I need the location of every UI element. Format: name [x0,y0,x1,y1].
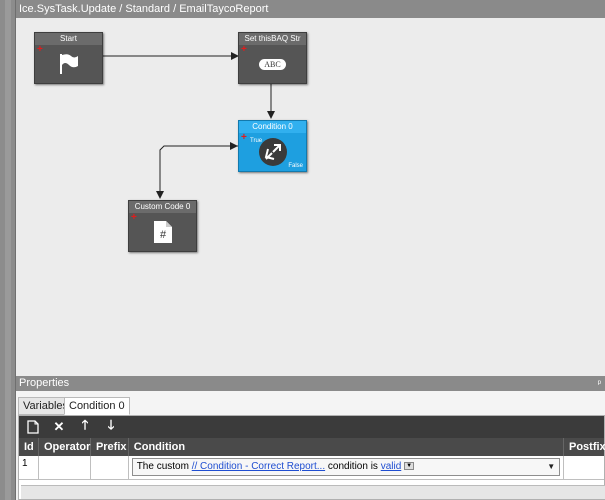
add-icon[interactable]: + [37,44,43,55]
workflow-designer: Ice.SysTask.Update / Standard / EmailTay… [16,0,605,376]
add-icon[interactable]: + [131,212,137,223]
grid-toolbar: ✕ 🡑 🡓 [19,416,604,438]
row-postfix[interactable] [564,456,604,480]
custom-code-node-title: Custom Code 0 [129,201,196,213]
properties-header: Properties ᵖ [16,376,605,391]
workflow-canvas[interactable]: Start + Set thisBAQ Str + ABC Condition … [16,18,605,376]
condition-prefix-text: The custom [136,461,189,472]
grid-header: Id Operator Prefix Condition Postfix [19,438,605,456]
text-variable-icon: ABC [239,45,306,83]
condition-dropdown[interactable]: The custom // Condition - Correct Report… [131,458,561,476]
condition-editor: ✕ 🡑 🡓 Id Operator Prefix Condition Postf… [18,415,605,500]
new-row-icon[interactable] [25,419,41,435]
properties-title: Properties [19,377,70,389]
pin-icon[interactable]: ᵖ [597,378,601,388]
condition-node-title: Condition 0 [239,121,306,133]
col-operator[interactable]: Operator [39,438,91,456]
condition-node[interactable]: Condition 0 + True False [238,120,307,172]
left-dock-strip[interactable] [0,0,16,500]
code-file-icon: # [129,213,196,251]
value-dropdown-icon[interactable]: ▼ [404,462,415,471]
col-condition[interactable]: Condition [129,438,564,456]
svg-text:#: # [159,229,166,241]
connector-layer [103,52,275,199]
row-prefix[interactable] [90,456,129,480]
grid-footer [21,485,605,499]
delete-row-icon[interactable]: ✕ [53,419,65,434]
abc-badge: ABC [259,58,286,70]
add-icon[interactable]: + [241,132,247,143]
col-postfix[interactable]: Postfix [568,441,605,453]
col-prefix[interactable]: Prefix [91,438,129,456]
move-down-icon[interactable]: 🡓 [107,417,115,432]
connector-condition-to-custom [156,145,238,199]
true-label: True [250,138,263,144]
set-baq-node-title: Set thisBAQ Str [239,33,306,45]
table-row[interactable]: 1 The custom // Condition - Correct Repo… [19,456,604,480]
move-up-icon[interactable]: 🡑 [81,417,89,432]
custom-code-node[interactable]: Custom Code 0 + # [128,200,197,252]
start-node[interactable]: Start + [34,32,103,84]
tab-condition-0[interactable]: Condition 0 [64,397,130,415]
set-baq-node[interactable]: Set thisBAQ Str + ABC [238,32,307,84]
flag-icon [35,45,102,83]
col-id[interactable]: Id [19,438,39,456]
false-label: False [288,163,303,169]
add-icon[interactable]: + [241,44,247,55]
condition-link[interactable]: // Condition - Correct Report... [191,461,326,472]
properties-panel: Properties ᵖ Variables Condition 0 ✕ 🡑 🡓… [16,376,605,500]
properties-tabs: Variables Condition 0 [16,391,605,415]
start-node-title: Start [35,33,102,45]
row-condition-cell[interactable]: The custom // Condition - Correct Report… [128,456,565,480]
chevron-down-icon[interactable]: ▼ [547,462,556,471]
row-id: 1 [19,456,39,480]
condition-icon [239,133,306,171]
breadcrumb: Ice.SysTask.Update / Standard / EmailTay… [16,0,605,18]
condition-mid-text: condition is [327,461,378,472]
condition-value-link[interactable]: valid [380,461,402,472]
tab-variables[interactable]: Variables [18,397,74,415]
row-operator[interactable] [38,456,91,480]
